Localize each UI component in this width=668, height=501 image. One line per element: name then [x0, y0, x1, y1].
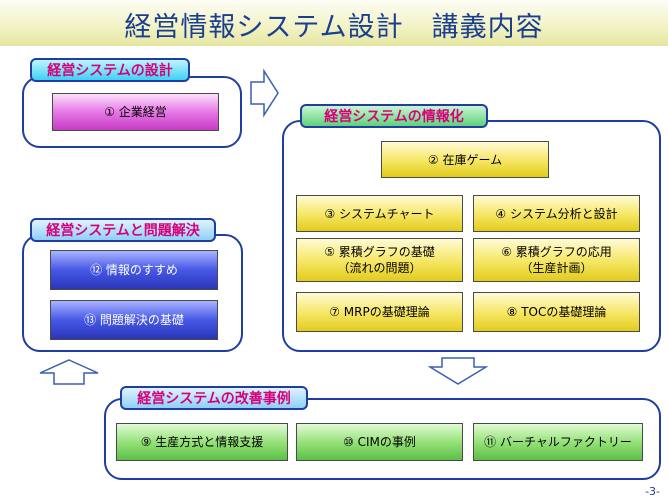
topic-8: ⑧ TOCの基礎理論	[473, 292, 640, 332]
topic-4: ④ システム分析と設計	[473, 195, 640, 232]
topic-3: ③ システムチャート	[296, 195, 463, 232]
topic-7: ⑦ MRPの基礎理論	[296, 292, 463, 332]
topic-2: ② 在庫ゲーム	[381, 141, 549, 178]
page-title: 経営情報システム設計 講義内容	[124, 12, 544, 43]
down-arrow	[428, 357, 488, 385]
panel-design-label: 経営システムの設計	[30, 58, 190, 82]
topic-12: ⑫ 情報のすすめ	[50, 250, 218, 290]
topic-6: ⑥ 累積グラフの応用 （生産計画）	[473, 238, 640, 282]
topic-11: ⑪ バーチャルファクトリー	[473, 423, 643, 461]
page-number: -3-	[645, 485, 660, 498]
panel-improve-label: 経営システムの改善事例	[120, 386, 308, 410]
topic-5: ⑤ 累積グラフの基礎 （流れの問題）	[296, 238, 463, 282]
topic-9: ⑨ 生産方式と情報支援	[116, 423, 288, 461]
topic-10: ⑩ CIMの事例	[296, 423, 463, 461]
up-arrow	[39, 359, 99, 385]
topic-13: ⑬ 問題解決の基礎	[50, 300, 218, 340]
topic-1: ① 企業経営	[52, 93, 219, 131]
panel-info-label: 経営システムの情報化	[300, 104, 488, 128]
title-bar: 経営情報システム設計 講義内容	[0, 0, 668, 46]
panel-problem-label: 経営システムと問題解決	[30, 218, 216, 242]
right-arrow	[250, 68, 279, 118]
